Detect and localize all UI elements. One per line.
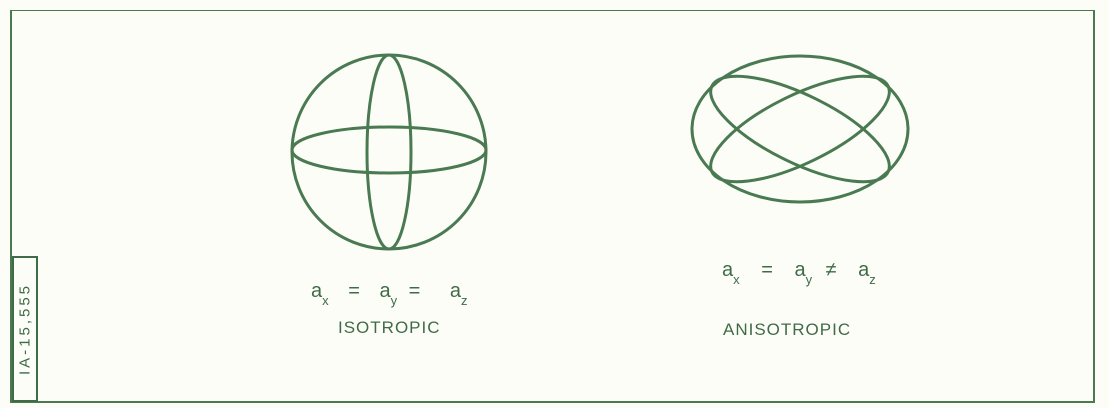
eq-operator: ≠ bbox=[826, 259, 837, 281]
anisotropic-label: ANISOTROPIC bbox=[723, 320, 851, 340]
eq-subscript: y bbox=[806, 272, 813, 287]
sphere-vertical-ring bbox=[367, 55, 411, 249]
eq-term: a bbox=[311, 280, 322, 302]
anisotropic-equation: ax = ay ≠ az bbox=[722, 259, 876, 282]
eq-term: a bbox=[379, 280, 390, 302]
eq-term: a bbox=[858, 259, 869, 281]
figure-id-text: IA-15,555 bbox=[17, 283, 34, 375]
isotropic-label: ISOTROPIC bbox=[338, 318, 441, 338]
figure-id-stamp: IA-15,555 bbox=[12, 256, 38, 402]
sphere-outline bbox=[292, 55, 486, 249]
isotropic-sphere bbox=[292, 55, 486, 249]
isotropic-equation: ax = ay = az bbox=[311, 280, 468, 303]
eq-operator: = bbox=[348, 280, 360, 302]
anisotropic-ellipsoid bbox=[692, 55, 908, 202]
eq-subscript: z bbox=[461, 293, 468, 308]
sphere-horizontal-ring bbox=[292, 127, 486, 173]
eq-term: a bbox=[722, 259, 733, 281]
eq-operator: = bbox=[761, 259, 773, 281]
eq-term: a bbox=[450, 280, 461, 302]
eq-subscript: z bbox=[869, 272, 876, 287]
eq-term: a bbox=[794, 259, 805, 281]
eq-subscript: x bbox=[733, 272, 740, 287]
eq-subscript: x bbox=[322, 293, 329, 308]
eq-operator: = bbox=[409, 280, 421, 302]
eq-subscript: y bbox=[391, 293, 398, 308]
